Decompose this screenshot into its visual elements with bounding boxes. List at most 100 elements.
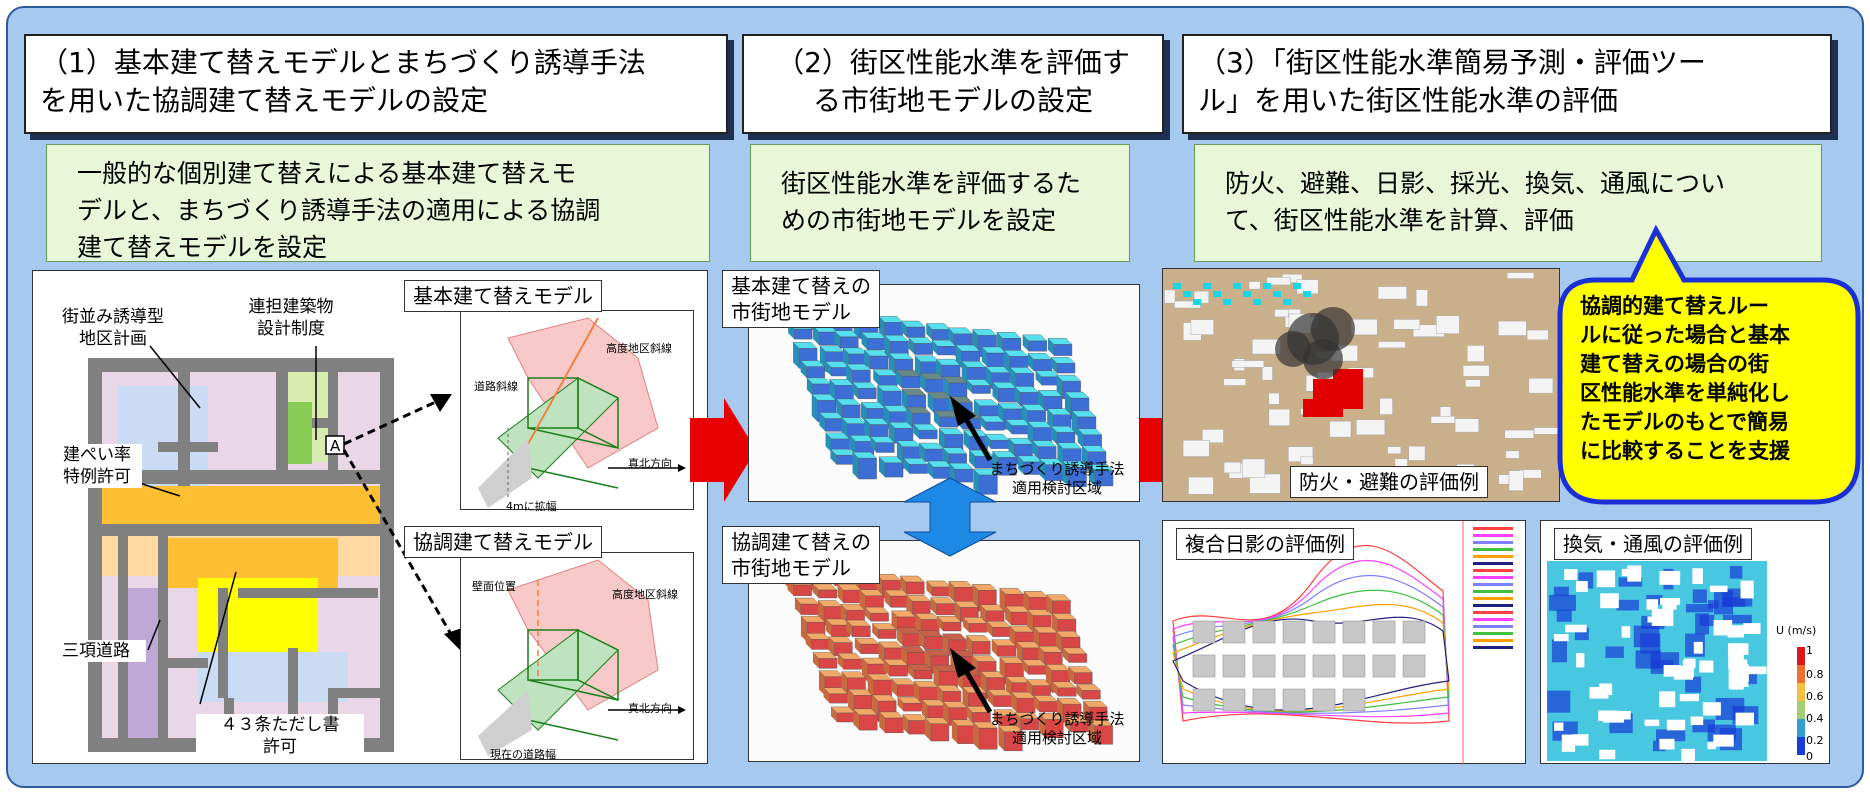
callout-text: 協調的建て替えルー ルに従った場合と基本 建て替えの場合の街 区性能水準を単純化… (1580, 294, 1790, 463)
city-block (984, 433, 1010, 449)
city-block (965, 635, 991, 655)
city-block (938, 428, 964, 451)
city-block (997, 725, 1023, 752)
wind-unit: U (m/s) (1776, 624, 1817, 637)
city-block (1022, 334, 1048, 352)
city-block (902, 458, 928, 474)
city-block (936, 685, 962, 705)
site-plan (88, 358, 394, 752)
city-block (1037, 390, 1063, 411)
city-block (987, 689, 1013, 707)
city-block (869, 436, 895, 453)
city-block (1067, 666, 1093, 684)
fire-eval-panel (1162, 268, 1560, 502)
city-block (993, 709, 1019, 727)
basic-direction: 真北方向 (628, 457, 672, 470)
city-block (836, 583, 862, 604)
city-block (1064, 716, 1090, 733)
basic-area-note: まちづくり誘導手法 適用検討区域 (989, 460, 1125, 497)
wind-tick-1: 0.8 (1806, 668, 1824, 681)
city-block (1082, 700, 1108, 724)
city-block (929, 597, 955, 616)
city-block (878, 456, 904, 478)
city-block (948, 581, 974, 603)
city-block (1027, 353, 1053, 372)
city-block (1088, 464, 1114, 487)
plan-marker-a: A (330, 437, 341, 455)
label-43jo: ４３条ただし書 許可 (196, 714, 364, 758)
city-block (965, 706, 991, 723)
city-block (907, 664, 933, 680)
city-block (806, 377, 832, 396)
plan-leader-lines (135, 345, 462, 705)
city-block (927, 460, 953, 479)
city-block (1014, 712, 1040, 731)
city-block (888, 422, 914, 444)
city-block (864, 606, 890, 622)
wind-eval-label: 換気・通風の評価例 (1554, 528, 1752, 560)
basic-widen: 4mに拡幅 (506, 500, 557, 513)
city-block (896, 627, 922, 647)
city-block (805, 633, 831, 650)
city-block (851, 382, 877, 400)
shadow-eval-label: 複合日影の評価例 (1176, 528, 1354, 560)
city-block (933, 410, 959, 428)
city-block (979, 415, 1005, 431)
wind-eval-panel (1540, 520, 1830, 764)
label-rentan: 連担建築物 設計制度 (248, 297, 334, 339)
city-block (962, 617, 988, 633)
city-block (951, 719, 977, 744)
city-block (835, 398, 861, 419)
basic-model-drawing (478, 317, 686, 508)
fire-eval-image (1164, 272, 1559, 495)
label-machinami: 街並み誘導型 地区計画 (62, 307, 164, 349)
city-block (1038, 713, 1064, 739)
city-block (1010, 691, 1036, 713)
city-block (1075, 684, 1101, 700)
city-block (895, 369, 921, 389)
shadow-eval-panel (1162, 520, 1526, 765)
city-block (972, 721, 998, 750)
city-block (921, 699, 947, 721)
city-block (1013, 386, 1039, 407)
city-block (1050, 357, 1076, 374)
city-block (812, 583, 838, 599)
city-block (899, 575, 925, 595)
step2-title: （2）街区性能水準を評価す る市街地モデルの設定 (742, 34, 1164, 134)
city-block (824, 361, 850, 377)
city-block (1047, 338, 1073, 356)
step3-desc: 防火、避難、日影、採光、換気、通風につい て、街区性能水準を計算、評価 (1194, 144, 1822, 262)
city-block (852, 708, 878, 731)
city-block (1062, 647, 1088, 663)
city-block (1062, 460, 1087, 487)
basic-height-slope: 高度地区斜線 (606, 342, 672, 355)
city-block (1031, 440, 1057, 459)
city-block (871, 623, 897, 639)
coop-model-drawing (478, 559, 686, 756)
red-arrow-1 (690, 398, 756, 502)
city-block (908, 337, 934, 355)
city-block (966, 379, 992, 394)
city-block (845, 619, 871, 637)
city-block (863, 349, 889, 370)
city-block (827, 636, 853, 657)
city-block (825, 432, 851, 453)
step3-title: （3）「街区性能水準簡易予測・評価ツー ル」を用いた街区性能水準の評価 (1182, 34, 1832, 134)
city-block (925, 580, 951, 597)
city-block (1051, 681, 1077, 697)
city-block (876, 384, 902, 408)
city-block (812, 652, 838, 669)
city-block (1033, 695, 1059, 713)
city-block (933, 664, 958, 689)
city-block (972, 468, 998, 495)
wind-tick-0: 1 (1806, 644, 1813, 657)
city-block (872, 369, 898, 386)
city-block (878, 711, 904, 734)
basic-model-label: 基本建て替えモデル (404, 280, 602, 312)
city-block (1023, 591, 1049, 613)
city-block (936, 616, 962, 632)
city-block (825, 618, 851, 637)
city-block (900, 320, 926, 338)
city-block (991, 451, 1017, 476)
city-block (1050, 426, 1076, 445)
